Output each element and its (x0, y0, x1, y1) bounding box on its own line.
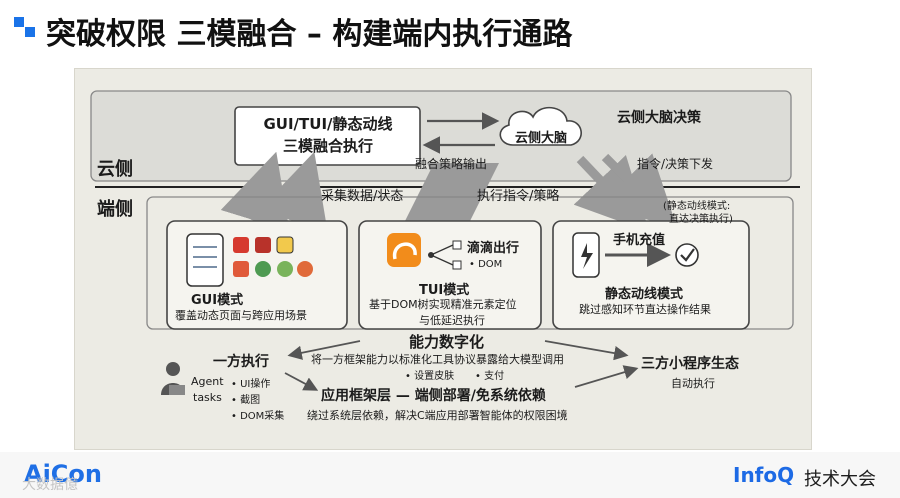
cloud-brain-label: 云侧大脑 (515, 131, 568, 146)
arrow-framework-right (574, 365, 639, 388)
third-party-title: 三方小程序生态 (641, 356, 739, 372)
first-party-item: • UI操作 (231, 379, 271, 390)
tui-mode-desc1: 基于DOM树实现精准元素定位 (369, 298, 517, 311)
first-party-item: • 截图 (231, 395, 261, 406)
architecture-diagram: 云侧 端侧 GUI/TUI/静态动线 三模融合执行 云侧大脑 云侧大脑决策 融合… (74, 68, 812, 450)
aicon-logo: AiCon (24, 460, 102, 488)
slide-header: 突破权限 三模融合 – 构建端内执行通路 (0, 0, 900, 56)
app-icon-box (276, 236, 294, 254)
app-icon-fruit (297, 261, 313, 277)
cloud-brain-icon (499, 106, 582, 146)
app-icon-mcdonalds (233, 237, 249, 253)
command-down-label: 指令/决策下发 (637, 157, 714, 171)
fusion-box-line1: GUI/TUI/静态动线 (263, 115, 393, 133)
tui-mode-title: TUI模式 (419, 283, 470, 298)
zone-cloud-label: 云侧 (97, 159, 133, 180)
gui-mode-desc: 覆盖动态页面与跨应用场景 (175, 309, 307, 322)
agent-person-icon (166, 362, 180, 376)
first-party-item: • DOM采集 (231, 411, 285, 422)
framework-sub: 绕过系统层依赖，解决C端应用部署智能体的权限困境 (307, 409, 568, 422)
header-mark-square-icon (25, 27, 35, 37)
agent-label: Agent (191, 375, 224, 388)
tui-mode-desc2: 与低延迟执行 (419, 314, 485, 327)
check-icon (675, 243, 699, 267)
arrow-collect-2 (258, 151, 328, 232)
conference-label: 技术大会 (804, 469, 876, 490)
capability-desc: 将一方框架能力以标准化工具协议暴露给大模型调用 (311, 353, 564, 366)
slide-title: 突破权限 三模融合 – 构建端内执行通路 (46, 17, 573, 52)
arrow-cap-down (284, 372, 319, 391)
static-note-line2: 直达决策执行) (669, 214, 733, 225)
app-icon-leaf (277, 261, 293, 277)
brain-decision-label: 云侧大脑决策 (617, 110, 701, 126)
static-mode-desc: 跳过感知环节直达操作结果 (579, 303, 711, 316)
strategy-output-label: 融合策略输出 (415, 157, 488, 171)
capability-title: 能力数字化 (409, 333, 485, 351)
collect-data-label: 采集数据/状态 (321, 189, 404, 204)
app-icon-green (255, 261, 271, 277)
first-party-title: 一方执行 (213, 354, 269, 370)
app-icon-red (233, 261, 249, 277)
didi-app-label: 滴滴出行 (467, 241, 520, 256)
app-icon-kfc (255, 237, 271, 253)
third-party-sub: 自动执行 (671, 377, 715, 390)
arrow-cap-right (544, 340, 629, 361)
gui-mode-title: GUI模式 (191, 293, 244, 308)
arrow-cap-left (287, 340, 361, 360)
execute-command-label: 执行指令/策略 (477, 189, 560, 204)
arrow-cmd-2 (601, 153, 678, 230)
infoq-logo: InfoQ (733, 463, 795, 487)
static-note-line1: (静态动线模式: (663, 201, 731, 212)
header-mark-square-icon (14, 17, 24, 27)
static-panel (552, 220, 750, 330)
static-mode-title: 静态动线模式 (605, 287, 684, 302)
tui-dom-tag: • DOM (469, 259, 503, 270)
tasks-label: tasks (193, 391, 222, 404)
diagram-drawing (90, 90, 800, 395)
recharge-app-label: 手机充值 (613, 233, 666, 248)
framework-title: 应用框架层 — 端侧部署/免系统依赖 (321, 388, 546, 404)
zone-device-label: 端侧 (97, 199, 133, 220)
capability-bullet-pay: • 支付 (475, 371, 505, 382)
phone-icon (186, 233, 224, 287)
fusion-box-line2: 三模融合执行 (282, 137, 373, 155)
slide-footer: AiCon 大数据億 InfoQ 技术大会 (0, 452, 900, 498)
capability-bullet-skin: • 设置皮肤 (405, 371, 455, 382)
watermark-text: 大数据億 (22, 477, 78, 493)
